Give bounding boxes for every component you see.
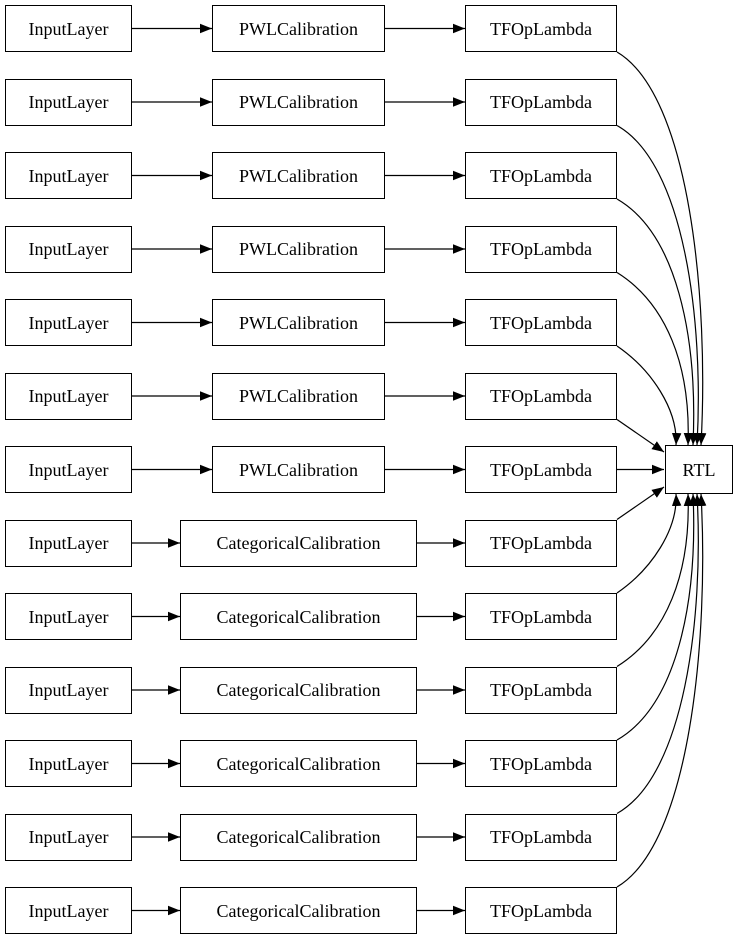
edge-lambda-to-rtl	[616, 271, 694, 446]
node-inputlayer: InputLayer	[5, 152, 132, 199]
edge-lambda-to-rtl	[616, 198, 699, 446]
node-inputlayer: InputLayer	[5, 593, 132, 640]
node-inputlayer: InputLayer	[5, 5, 132, 52]
node-inputlayer: InputLayer	[5, 887, 132, 934]
node-tfoplambda: TFOpLambda	[465, 299, 617, 346]
node-inputlayer: InputLayer	[5, 372, 132, 420]
node-categoricalcalibration: CategoricalCalibration	[180, 666, 417, 714]
node-tfoplambda: TFOpLambda	[465, 666, 617, 714]
edge-lambda-to-rtl	[616, 493, 707, 888]
edge-lambda-to-rtl	[616, 51, 707, 446]
node-tfoplambda: TFOpLambda	[465, 5, 617, 52]
node-tfoplambda: TFOpLambda	[465, 225, 617, 273]
node-pwlcalibration: PWLCalibration	[212, 152, 385, 199]
node-inputlayer: InputLayer	[5, 666, 132, 714]
node-inputlayer: InputLayer	[5, 299, 132, 346]
edge-lambda-to-rtl	[616, 493, 682, 594]
node-pwlcalibration: PWLCalibration	[212, 5, 385, 52]
node-categoricalcalibration: CategoricalCalibration	[180, 813, 417, 861]
node-pwlcalibration: PWLCalibration	[212, 78, 385, 126]
node-inputlayer: InputLayer	[5, 740, 132, 787]
node-tfoplambda: TFOpLambda	[465, 887, 617, 934]
node-tfoplambda: TFOpLambda	[465, 78, 617, 126]
node-inputlayer: InputLayer	[5, 446, 132, 493]
edge-lambda-to-rtl	[616, 419, 665, 453]
edge-lambda-to-rtl	[616, 493, 703, 815]
node-pwlcalibration: PWLCalibration	[212, 372, 385, 420]
node-categoricalcalibration: CategoricalCalibration	[180, 740, 417, 787]
node-tfoplambda: TFOpLambda	[465, 593, 617, 640]
node-tfoplambda: TFOpLambda	[465, 519, 617, 567]
node-inputlayer: InputLayer	[5, 813, 132, 861]
edge-lambda-to-rtl	[616, 493, 699, 741]
edge-lambda-to-rtl	[616, 493, 694, 668]
node-tfoplambda: TFOpLambda	[465, 152, 617, 199]
node-pwlcalibration: PWLCalibration	[212, 446, 385, 493]
node-tfoplambda: TFOpLambda	[465, 446, 617, 493]
node-inputlayer: InputLayer	[5, 519, 132, 567]
node-inputlayer: InputLayer	[5, 78, 132, 126]
node-tfoplambda: TFOpLambda	[465, 740, 617, 787]
edge-lambda-to-rtl	[616, 486, 665, 520]
node-categoricalcalibration: CategoricalCalibration	[180, 887, 417, 934]
edge-lambda-to-rtl	[616, 345, 682, 446]
node-categoricalcalibration: CategoricalCalibration	[180, 593, 417, 640]
edge-lambda-to-rtl	[616, 124, 703, 446]
node-pwlcalibration: PWLCalibration	[212, 225, 385, 273]
node-tfoplambda: TFOpLambda	[465, 813, 617, 861]
node-rtl: RTL	[665, 445, 733, 494]
node-pwlcalibration: PWLCalibration	[212, 299, 385, 346]
node-inputlayer: InputLayer	[5, 225, 132, 273]
node-tfoplambda: TFOpLambda	[465, 372, 617, 420]
node-categoricalcalibration: CategoricalCalibration	[180, 519, 417, 567]
